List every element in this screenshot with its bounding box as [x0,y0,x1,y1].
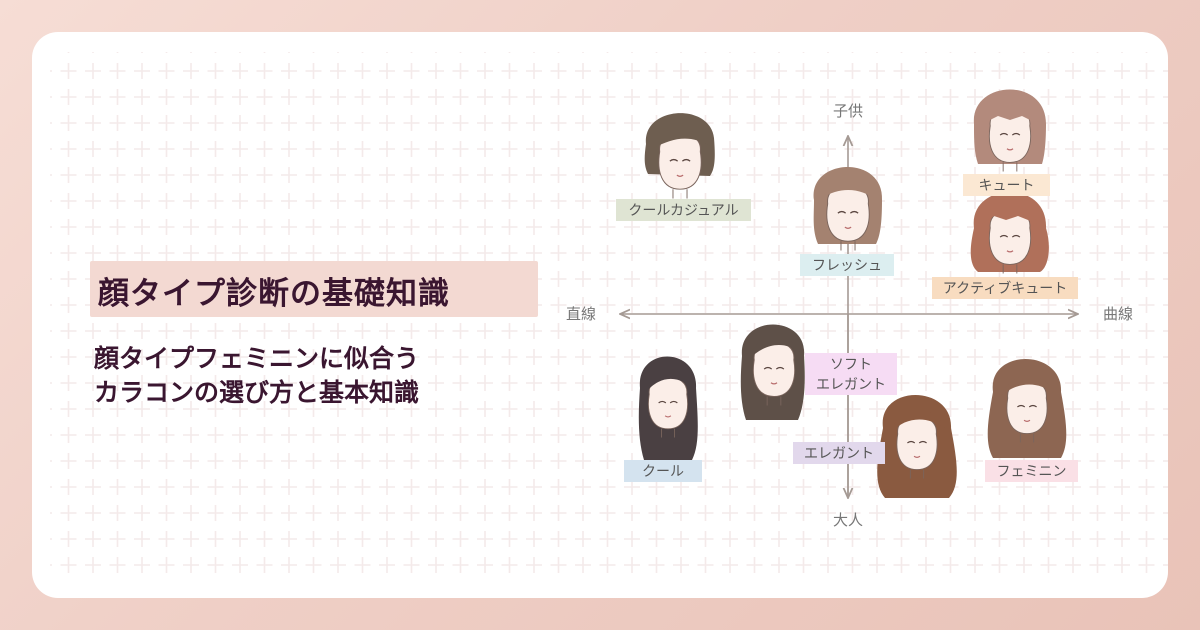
label-feminine: フェミニン [985,460,1078,482]
axis-label-bottom: 大人 [833,511,863,529]
cool-casual-illustration [644,113,715,200]
feminine-illustration [987,359,1067,458]
soft-elegant-illustration [740,324,805,420]
label-elegant-text: エレガント [804,446,874,462]
label-feminine-text: フェミニン [997,464,1067,480]
cute-illustration [973,89,1046,173]
active-cute-illustration [970,191,1049,275]
subtitle: 顔タイプフェミニンに似合う カラコンの選び方と基本知識 [94,342,554,410]
label-cute: キュート [963,174,1050,196]
label-cool-casual: クールカジュアル [616,199,751,221]
axis-label-top: 子供 [833,102,863,120]
label-active-cute-text: アクティブキュート [943,280,1067,297]
label-soft-elegant: ソフト エレガント [805,353,897,395]
label-soft-elegant-text-1: ソフト [830,357,872,373]
label-cool-text: クール [642,464,684,480]
title-highlight: 顔タイプ診断の基礎知識 [90,261,538,317]
elegant-illustration [877,395,957,498]
fresh-illustration [813,166,883,252]
cool-illustration [638,356,698,460]
page-title: 顔タイプ診断の基礎知識 [98,276,450,312]
label-active-cute: アクティブキュート [932,277,1078,299]
subtitle-line-1: 顔タイプフェミニンに似合う [94,344,420,373]
label-cute-text: キュート [979,178,1035,194]
label-cool: クール [624,460,702,482]
label-soft-elegant-text-2: エレガント [816,377,886,393]
label-fresh: フレッシュ [800,254,894,276]
axis-label-right: 曲線 [1103,305,1133,323]
label-fresh-text: フレッシュ [812,258,882,274]
axis-label-left: 直線 [566,305,596,323]
label-elegant: エレガント [793,442,885,464]
subtitle-line-2: カラコンの選び方と基本知識 [94,378,420,407]
label-cool-casual-text: クールカジュアル [628,203,738,219]
